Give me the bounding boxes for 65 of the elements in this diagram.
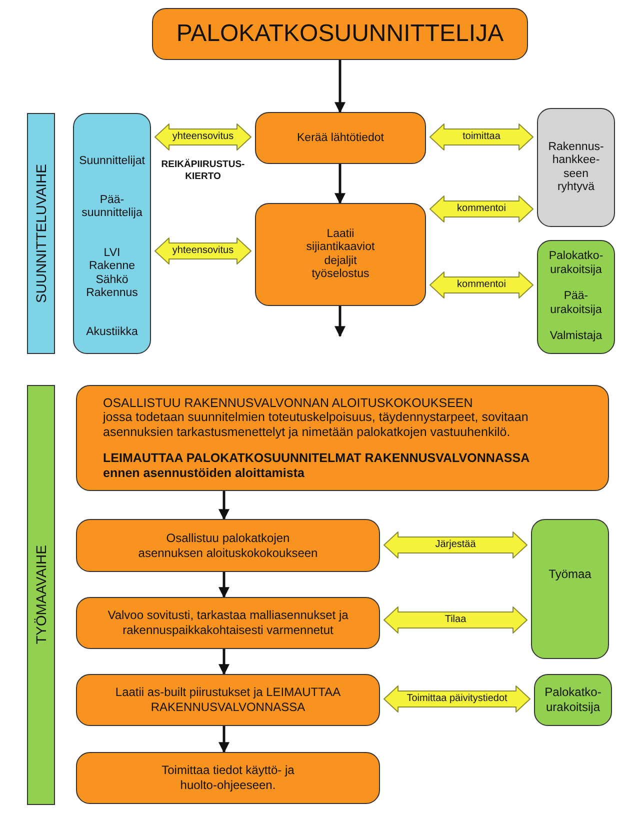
phase-band xyxy=(27,385,55,805)
role-text: Suunnittelijat xyxy=(78,155,146,168)
process-box xyxy=(76,385,609,491)
edge-label: Toimittaa päivitystiedot xyxy=(406,693,508,705)
step-text: jossa todetaan suunnitelmien toteutuskelpoisuus, täydennystarpeet, sovitaan asennuksien tarkastusmenettelyt ja nimetään palokatkojen vastuuhenkilö. xyxy=(103,410,530,440)
role-text: LVI xyxy=(102,246,122,260)
process-box xyxy=(76,674,380,726)
header-title: PALOKATKOSUUNNITTELIJA xyxy=(176,20,504,48)
arrow xyxy=(334,306,346,338)
role-text: Akustiikka xyxy=(85,326,139,339)
step-text: LEIMAUTTAA PALOKATKOSUUNNITELMAT RAKENNUSVALVONNASSA xyxy=(103,451,530,466)
arrow xyxy=(218,649,230,676)
step-text: Laatii sijiantikaaviot dejaljit työselostus xyxy=(305,228,376,282)
edge-label: yhteensovitus xyxy=(172,245,234,257)
step-text: ennen asennustöiden aloittamista xyxy=(103,466,304,480)
role-box xyxy=(537,108,615,227)
process-box xyxy=(76,752,380,804)
double-arrow xyxy=(430,196,534,222)
phase-title: TYÖMAAVAIHE xyxy=(33,545,49,645)
arrow xyxy=(334,60,346,114)
phase-title: SUUNNITTELUVAIHE xyxy=(33,164,49,303)
arrow xyxy=(218,491,230,520)
step-text: Toimittaa tiedot käyttö- ja huolto-ohjeeseen. xyxy=(160,763,296,793)
role-box xyxy=(537,240,615,354)
double-arrow xyxy=(154,238,252,264)
header-box xyxy=(152,8,528,60)
note-text: REIKÄPIIRUSTUS- KIERTO xyxy=(160,159,246,183)
process-box xyxy=(255,203,426,306)
role-box xyxy=(534,674,612,726)
phase-band xyxy=(27,113,55,354)
role-box xyxy=(73,113,151,354)
role-text: Rakennus xyxy=(85,287,139,300)
process-box xyxy=(76,597,380,649)
process-box xyxy=(76,519,380,572)
process-box xyxy=(255,112,426,164)
step-text: OSALLISTUU RAKENNUSVALVONNAN ALOITUSKOKOUKSEEN xyxy=(103,396,473,410)
role-text: Rakennus- hankkee- seen ryhtyvä xyxy=(547,140,605,194)
double-arrow xyxy=(384,606,528,634)
role-box xyxy=(531,519,609,659)
edge-label: yhteensovitus xyxy=(172,131,234,143)
double-arrow xyxy=(154,124,252,150)
double-arrow xyxy=(384,532,528,558)
double-arrow xyxy=(430,272,534,298)
edge-label: kommentoi xyxy=(457,279,506,291)
edge-label: Järjestää xyxy=(435,539,476,551)
arrow xyxy=(218,726,230,754)
step-text: Laatii as-built piirustukset ja LEIMAUTTAA RAKENNUSVALVONNASSA xyxy=(114,685,342,715)
role-text: Pää- urakoitsija xyxy=(549,290,603,318)
role-text: Palokatko- urakoitsija xyxy=(544,685,602,715)
edge-label: toimittaa xyxy=(462,131,500,143)
role-text: Työmaa xyxy=(548,567,592,582)
edge-label: kommentoi xyxy=(457,203,506,215)
role-text: Sähkö xyxy=(94,274,130,287)
step-text: Valvoo sovitusti, tarkastaa malliasennukset ja rakennuspaikkakohtaisesti varmennetut xyxy=(106,608,350,638)
arrow xyxy=(334,164,346,204)
step-text: Kerää lähtötiedot xyxy=(297,131,384,145)
edge-label: Tilaa xyxy=(444,614,466,626)
step-text: Osallistuu palokatkojen asennuksen aloituskokokoukseen xyxy=(137,530,319,560)
double-arrow xyxy=(430,124,534,150)
arrow xyxy=(218,572,230,598)
role-text: Valmistaja xyxy=(550,330,602,344)
role-text: Pää- suunnittelija xyxy=(80,194,144,220)
double-arrow xyxy=(384,686,530,712)
role-text: Palokatko- urakoitsija xyxy=(548,250,604,278)
role-text: Rakenne xyxy=(88,260,136,274)
